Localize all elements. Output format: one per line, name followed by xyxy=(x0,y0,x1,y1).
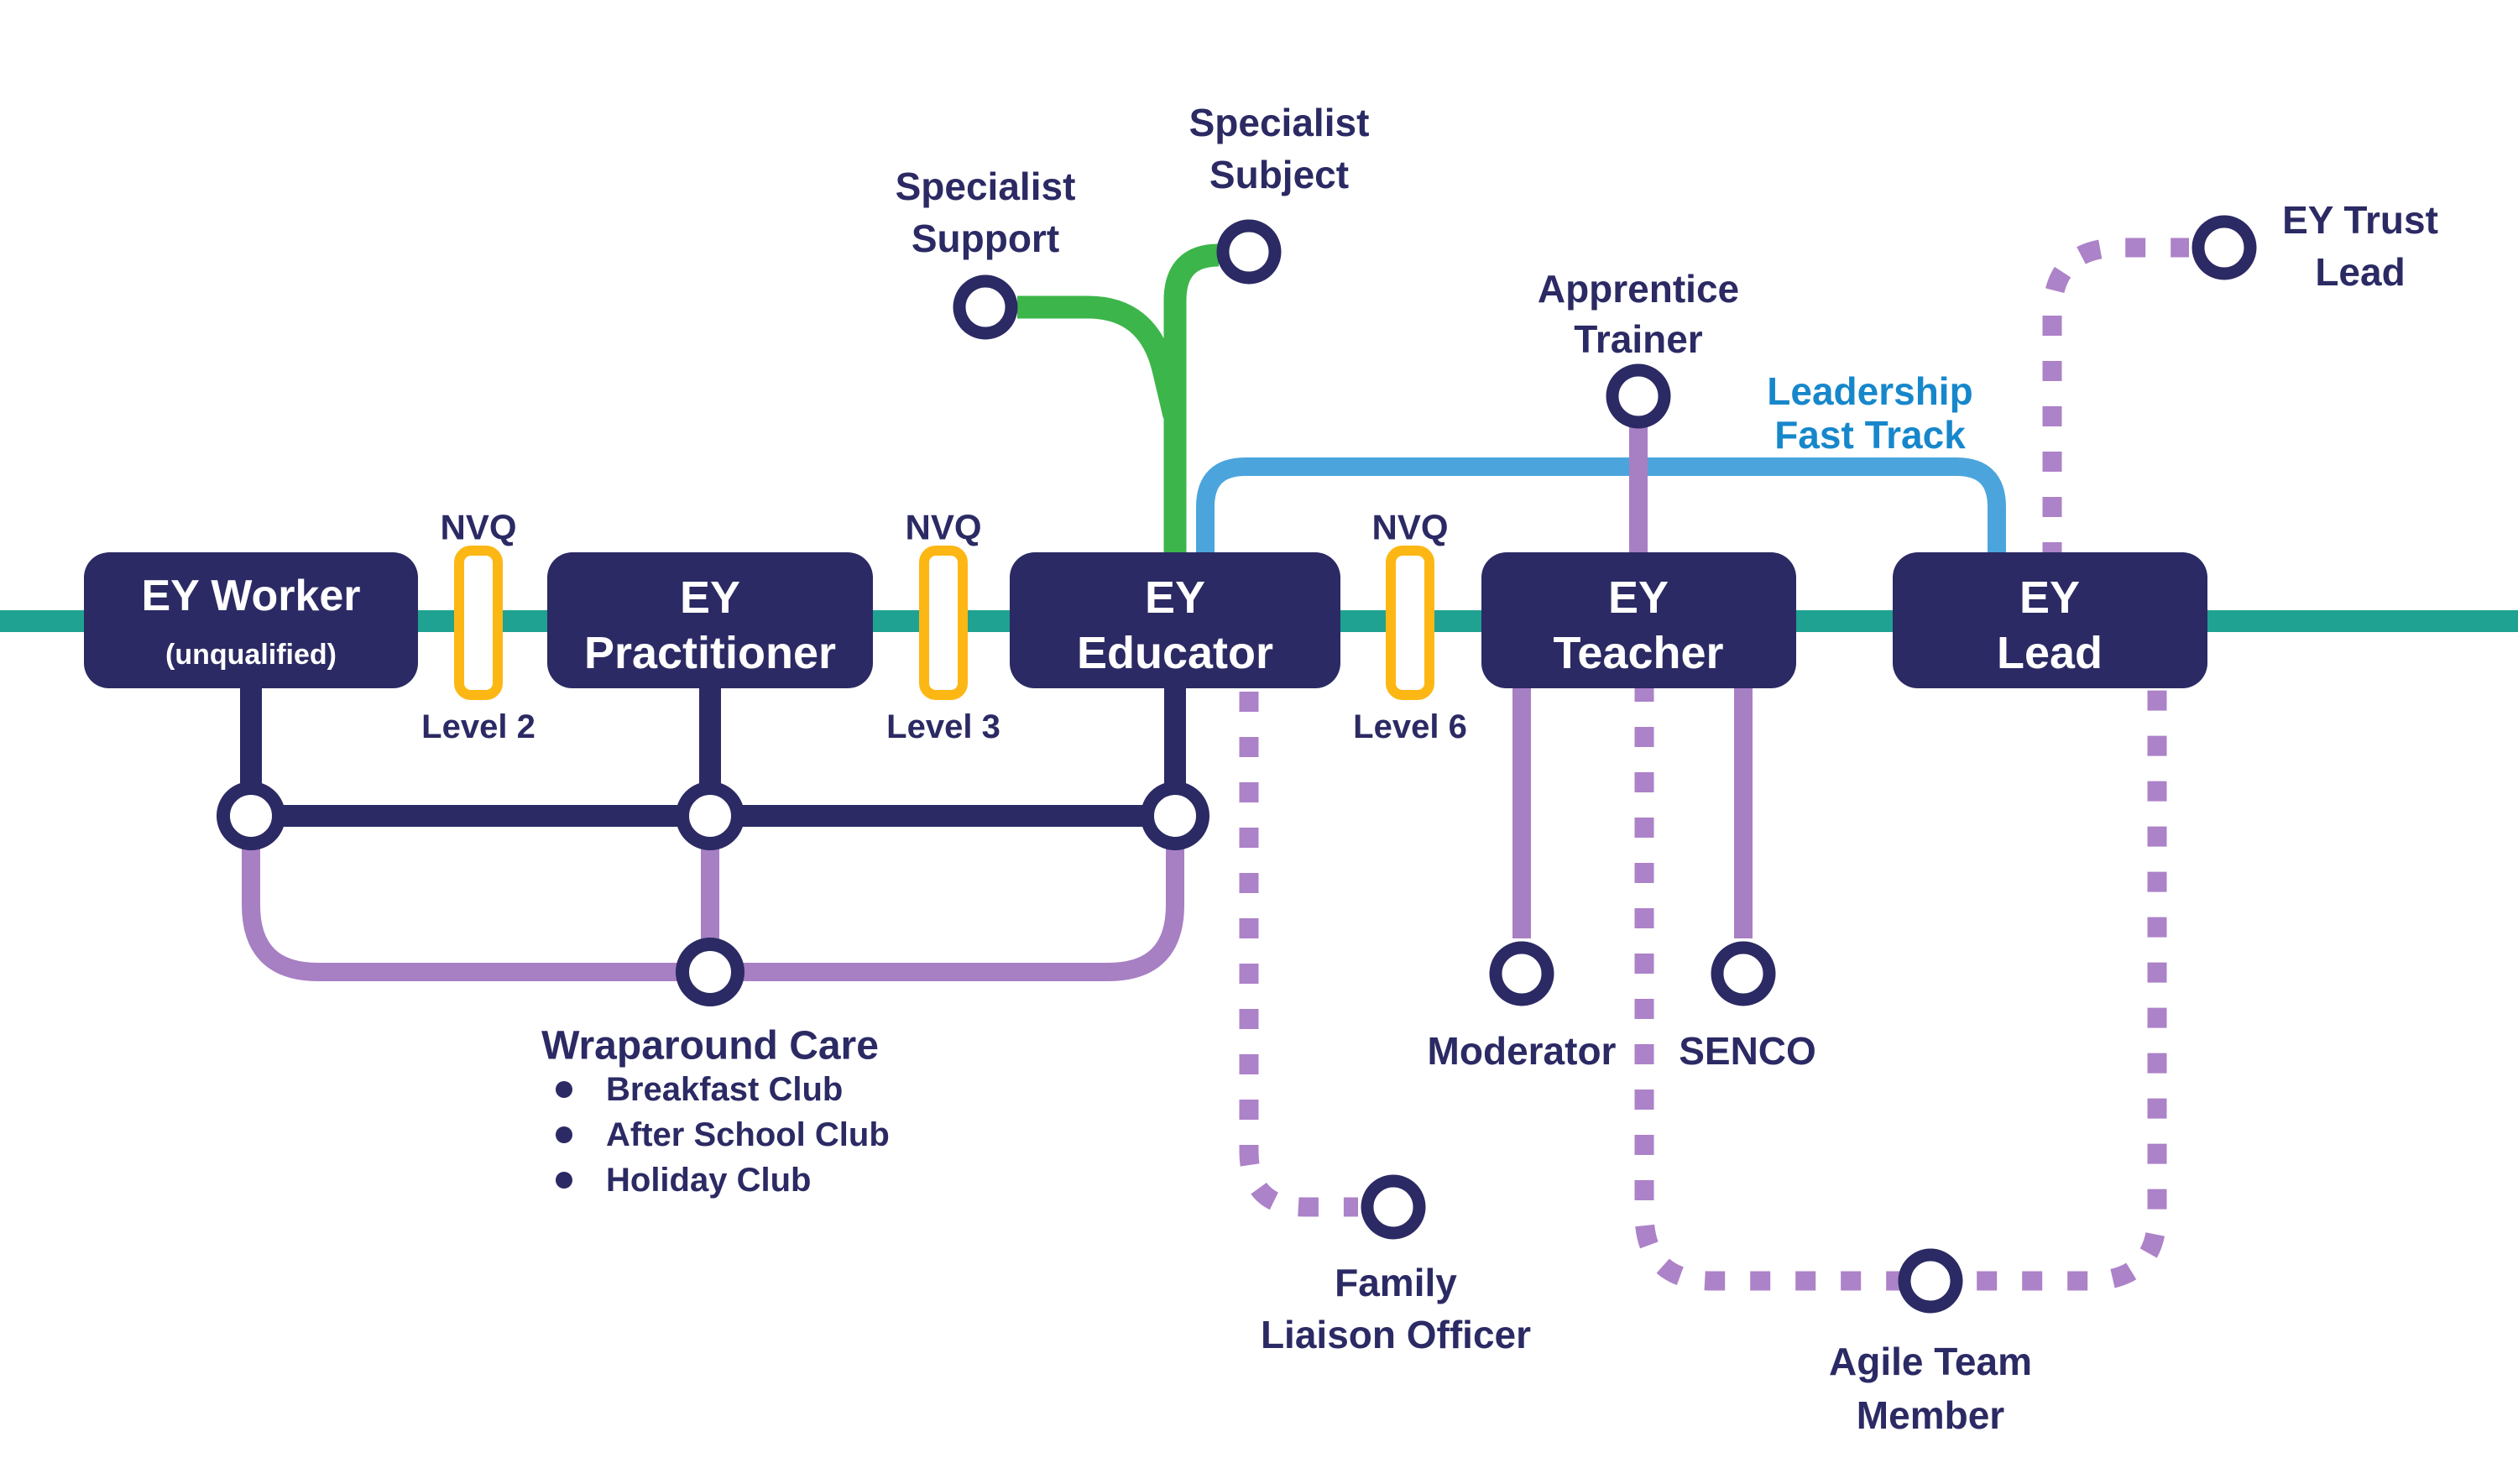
ey-trust-lead-dashed-line xyxy=(2042,238,2189,562)
wraparound-bullet-after-school-club: After School Club xyxy=(606,1116,890,1153)
moderator-label: Moderator xyxy=(1428,1029,1617,1073)
nvq-level-6-marker xyxy=(1386,546,1434,700)
specialist-support-label-2: Support xyxy=(912,217,1059,260)
leadership-fast-track-line xyxy=(1196,457,2006,562)
station-ey-educator-label-2: Educator xyxy=(1077,628,1273,678)
station-ey-educator-label-1: EY xyxy=(1145,572,1205,623)
nvq-3-level: Level 3 xyxy=(886,708,1000,745)
wraparound-care-stop-icon xyxy=(676,938,744,1006)
bullet-dot-icon xyxy=(556,1126,572,1143)
station-ey-educator xyxy=(1010,552,1340,688)
specialist-subject-label-2: Subject xyxy=(1209,153,1349,196)
junction-educator-icon xyxy=(1141,781,1209,850)
lower-junction-line xyxy=(240,682,1186,827)
specialist-support-line xyxy=(1017,295,1186,419)
station-ey-practitioner xyxy=(547,552,873,688)
ey-trust-lead-label-2: Lead xyxy=(2315,250,2405,294)
specialist-support-stop-icon xyxy=(953,274,1018,340)
family-liaison-label-2: Liaison Officer xyxy=(1261,1313,1531,1356)
wraparound-care-title: Wraparound Care xyxy=(541,1024,879,1069)
specialist-subject-line xyxy=(1163,243,1220,562)
leadership-fast-track-label-2: Fast Track xyxy=(1774,413,1966,457)
apprentice-trainer-stop-icon xyxy=(1606,363,1671,429)
wraparound-bullet-holiday-club: Holiday Club xyxy=(606,1162,811,1199)
nvq-level-2-marker xyxy=(454,546,503,700)
apprentice-trainer-label-2: Trainer xyxy=(1574,317,1703,361)
specialist-support-label-1: Specialist xyxy=(896,165,1076,208)
leadership-fast-track-label-1: Leadership xyxy=(1767,369,1972,413)
station-ey-worker xyxy=(84,552,418,688)
nvq-level-3-marker xyxy=(919,546,968,700)
nvq-3-label: NVQ xyxy=(905,508,981,547)
nvq-2-label: NVQ xyxy=(440,508,516,547)
family-liaison-stop-icon xyxy=(1361,1174,1426,1240)
specialist-subject-stop-icon xyxy=(1216,219,1282,285)
station-ey-worker-label: EY Worker xyxy=(141,572,360,620)
bullet-dot-icon xyxy=(556,1081,572,1098)
apprentice-trainer-label-1: Apprentice xyxy=(1538,267,1739,311)
station-ey-worker-sublabel: (unqualified) xyxy=(165,639,337,671)
moderator-stop-icon xyxy=(1489,941,1554,1006)
agile-team-label-2: Member xyxy=(1857,1393,2004,1437)
bullet-dot-icon xyxy=(556,1172,572,1189)
station-ey-teacher-label-2: Teacher xyxy=(1553,628,1723,678)
family-liaison-label-1: Family xyxy=(1335,1261,1457,1304)
nvq-6-level: Level 6 xyxy=(1353,708,1467,745)
family-liaison-dashed-line xyxy=(1239,692,1358,1217)
station-ey-practitioner-label-2: Practitioner xyxy=(584,628,836,678)
station-ey-lead xyxy=(1893,552,2207,688)
station-ey-lead-label-2: Lead xyxy=(1997,628,2103,678)
junction-worker-icon xyxy=(217,781,285,850)
station-ey-lead-label-1: EY xyxy=(2019,572,2080,623)
agile-team-label-1: Agile Team xyxy=(1829,1340,2032,1383)
agile-team-stop-icon xyxy=(1898,1248,1963,1314)
wraparound-bullet-breakfast-club: Breakfast Club xyxy=(606,1071,843,1108)
station-ey-teacher xyxy=(1481,552,1796,688)
specialist-subject-label-1: Specialist xyxy=(1189,101,1370,144)
ey-trust-lead-stop-icon xyxy=(2191,215,2257,280)
junction-practitioner-icon xyxy=(676,781,744,850)
ey-trust-lead-label-1: EY Trust xyxy=(2282,198,2438,242)
nvq-2-level: Level 2 xyxy=(421,708,535,745)
station-ey-practitioner-label-1: EY xyxy=(680,572,740,623)
senco-label: SENCO xyxy=(1679,1029,1816,1073)
nvq-6-label: NVQ xyxy=(1371,508,1448,547)
senco-stop-icon xyxy=(1711,941,1776,1006)
station-ey-teacher-label-1: EY xyxy=(1608,572,1669,623)
